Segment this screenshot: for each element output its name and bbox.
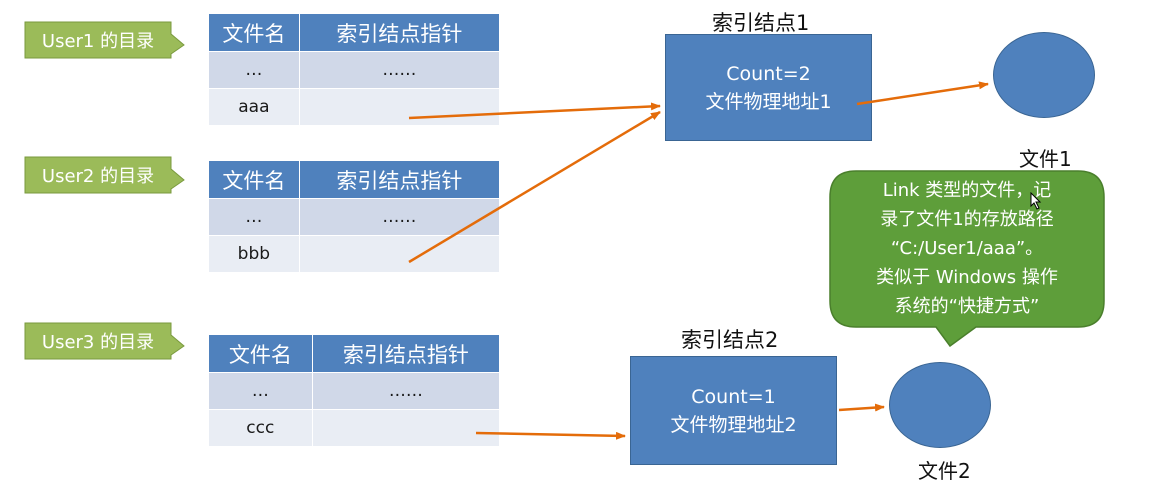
file1-label: 文件1 (1019, 147, 1072, 171)
user2-directory-callout: User2 的目录 (24, 156, 186, 204)
inode2-title: 索引结点2 (681, 328, 779, 352)
note-line: 类似于 Windows 操作 (876, 267, 1058, 288)
inode1-count: Count=2 (726, 62, 811, 85)
user1-directory-table: 文件名 索引结点指针 … …… aaa (208, 13, 501, 126)
callout-shape (24, 21, 185, 59)
inode1-address: 文件物理地址1 (705, 90, 832, 113)
table-cell: … (208, 51, 300, 89)
table-row: … …… (208, 372, 501, 410)
arrow-inode2-to-file2 (838, 403, 885, 412)
inode2-count: Count=1 (691, 385, 776, 408)
callout-shape (24, 322, 185, 360)
inode1-box: Count=2 文件物理地址1 (665, 34, 872, 141)
table-row: … …… (208, 198, 501, 236)
table-cell: …… (298, 198, 501, 236)
user2-directory-label: User2 的目录 (41, 166, 155, 187)
user3-directory-callout: User3 的目录 (24, 322, 186, 370)
mouse-cursor-icon (1030, 192, 1042, 210)
table-cell: …… (311, 372, 501, 410)
file2-label: 文件2 (918, 459, 971, 483)
table-row: … …… (208, 51, 501, 89)
user1-directory-label: User1 的目录 (41, 31, 155, 52)
inode1-title: 索引结点1 (712, 11, 810, 35)
note-line: 录了文件1的存放路径 (880, 209, 1054, 230)
column-header-inode-pointer: 索引结点指针 (298, 160, 501, 199)
table-cell: … (208, 198, 300, 236)
table-cell: aaa (208, 88, 300, 126)
note-line: 系统的“快捷方式” (894, 296, 1040, 317)
file2-circle (889, 362, 991, 448)
file1-circle (993, 32, 1095, 118)
user3-directory-label: User3 的目录 (41, 332, 155, 353)
user2-directory-table: 文件名 索引结点指针 … …… bbb (208, 160, 501, 273)
arrow-inode1-to-file1 (856, 81, 989, 106)
column-header-filename: 文件名 (208, 13, 300, 52)
user3-directory-table: 文件名 索引结点指针 … …… ccc (208, 334, 501, 447)
column-header-filename: 文件名 (208, 160, 300, 199)
note-text: Link 类型的文件，记 录了文件1的存放路径 “C:/User1/aaa”。 … (838, 176, 1096, 321)
table-cell (298, 235, 501, 273)
table-row: bbb (208, 235, 501, 273)
table-cell: ccc (208, 409, 313, 447)
column-header-filename: 文件名 (208, 334, 313, 373)
table-cell: …… (298, 51, 501, 89)
link-file-note-bubble: Link 类型的文件，记 录了文件1的存放路径 “C:/User1/aaa”。 … (828, 170, 1108, 347)
note-line: “C:/User1/aaa”。 (890, 238, 1044, 259)
note-bubble-shape (829, 170, 1105, 347)
column-header-inode-pointer: 索引结点指针 (311, 334, 501, 373)
column-header-inode-pointer: 索引结点指针 (298, 13, 501, 52)
callout-shape (24, 156, 185, 194)
note-line: Link 类型的文件，记 (882, 180, 1052, 201)
table-cell (298, 88, 501, 126)
table-row: ccc (208, 409, 501, 447)
user1-directory-callout: User1 的目录 (24, 21, 186, 69)
table-cell (311, 409, 501, 447)
inode2-address: 文件物理地址2 (670, 413, 797, 436)
inode2-box: Count=1 文件物理地址2 (630, 356, 837, 465)
table-cell: … (208, 372, 313, 410)
table-row: aaa (208, 88, 501, 126)
table-cell: bbb (208, 235, 300, 273)
